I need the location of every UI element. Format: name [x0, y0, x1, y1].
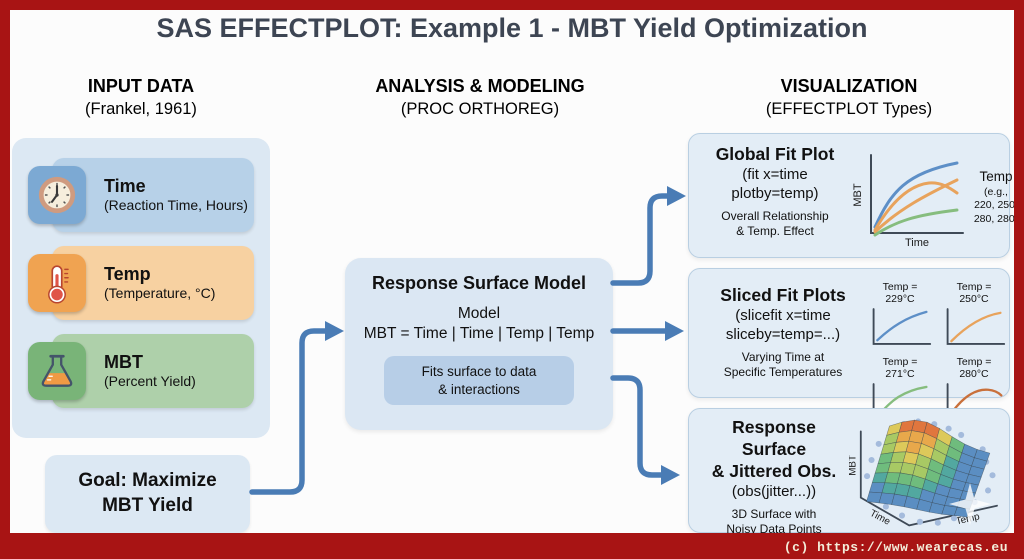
global-fit-caption1: Overall Relationship — [721, 209, 829, 224]
column-header-input: INPUT DATA (Frankel, 1961) — [12, 74, 270, 121]
sliced-fit-panels: Temp = 229°C Temp = 250°C Temp = 271°C — [867, 281, 1007, 420]
input-data-subheading: (Frankel, 1961) — [85, 100, 197, 119]
visualization-heading: VISUALIZATION — [780, 76, 918, 96]
model-note-line1: Fits surface to data — [421, 364, 537, 379]
legend-line2: 220, 250, — [974, 199, 1018, 212]
surface-syntax: (obs(jitter...)) — [731, 482, 817, 500]
surface-text: Response Surface & Jittered Obs. (obs(ji… — [699, 417, 849, 536]
slice-panel-250-plot — [946, 308, 1006, 345]
analysis-subheading: (PROC ORTHOREG) — [400, 100, 560, 119]
surface-title: Response Surface & Jittered Obs. — [699, 417, 849, 483]
sliced-fit-caption: Varying Time at Specific Temperatures — [699, 350, 867, 380]
input-row-time: Time (Reaction Time, Hours) — [28, 158, 254, 232]
mbt-icon-tile — [28, 342, 86, 400]
flask-icon — [41, 354, 73, 387]
surface-xlabel: Time — [868, 508, 893, 528]
sparkle-icon — [949, 483, 991, 525]
global-fit-caption: Overall Relationship & Temp. Effect — [699, 209, 851, 239]
global-fit-text: Global Fit Plot (fit x=time plotby=temp)… — [699, 144, 851, 251]
input-row-temp: Temp (Temperature, °C) — [28, 246, 254, 320]
legend-line1: (e.g., — [984, 185, 1008, 198]
sliced-fit-syntax1: (slicefit x=time — [735, 306, 831, 324]
global-fit-ylabel: MBT — [852, 183, 864, 207]
column-header-visualization: VISUALIZATION (EFFECTPLOT Types) — [688, 74, 1010, 121]
sliced-fit-title: Sliced Fit Plots — [720, 285, 846, 305]
legend-line3: 280, 280) — [973, 213, 1019, 226]
slice-panel-229-label: Temp = 229°C — [882, 281, 918, 305]
slice-panel-229-plot — [872, 308, 932, 345]
arrowhead-goal-to-model — [325, 321, 344, 341]
response-surface-box: Response Surface & Jittered Obs. (obs(ji… — [688, 408, 1010, 536]
surface-caption2: Noisy Data Points — [726, 522, 822, 537]
input-row-mbt: MBT (Percent Yield) — [28, 334, 254, 408]
arrow-model-to-globalfit — [610, 193, 672, 286]
model-label: Model — [457, 305, 501, 322]
mbt-label: MBT — [104, 351, 143, 372]
slice-panel-229: Temp = 229°C — [867, 281, 933, 353]
sliced-fit-caption1: Varying Time at — [741, 350, 825, 365]
global-fit-chart: MBT Time Temp (e.g., 220, 250, 280, 280) — [851, 144, 1024, 251]
arrowhead-model-to-globalfit — [667, 186, 686, 206]
global-fit-syntax2: plotby=temp) — [731, 184, 819, 202]
arrowhead-model-to-slicedfit — [665, 321, 684, 341]
clock-icon — [38, 176, 76, 214]
surface-ylabel: MBT — [849, 455, 858, 476]
model-note-line2: & interactions — [438, 381, 520, 397]
temp-label: Temp — [104, 263, 151, 284]
surface-title-line2: & Jittered Obs. — [711, 460, 837, 481]
slice-panel-250: Temp = 250°C — [941, 281, 1007, 353]
surface-caption1: 3D Surface with — [731, 507, 817, 522]
sliced-fit-plots-box: Sliced Fit Plots (slicefit x=time sliceb… — [688, 268, 1010, 420]
model-note: Fits surface to data & interactions — [384, 356, 574, 406]
time-description: (Reaction Time, Hours) — [104, 196, 248, 213]
time-icon-tile — [28, 166, 86, 224]
arrow-model-to-surface — [610, 375, 666, 478]
global-fit-title: Global Fit Plot — [715, 144, 835, 164]
surface-title-line1: Response Surface — [732, 417, 816, 459]
time-label: Time — [104, 175, 146, 196]
sliced-fit-text: Sliced Fit Plots (slicefit x=time sliceb… — [699, 279, 867, 391]
global-fit-mini-plot: MBT Time — [852, 153, 964, 249]
page-title: SAS EFFECTPLOT: Example 1 - MBT Yield Op… — [156, 13, 868, 43]
copyright-text: (c) https://www.wearecas.eu — [783, 540, 1008, 555]
temp-description: (Temperature, °C) — [104, 284, 216, 301]
model-box-title: Response Surface Model — [371, 273, 587, 293]
global-fit-legend: Temp (e.g., 220, 250, 280, 280) — [965, 168, 1024, 226]
arrowhead-model-to-surface — [661, 465, 680, 485]
slice-panel-280-label: Temp = 280°C — [956, 356, 992, 380]
thermometer-icon — [48, 265, 69, 304]
global-fit-syntax1: (fit x=time — [742, 165, 808, 183]
legend-title: Temp — [979, 169, 1013, 185]
mbt-description: (Percent Yield) — [104, 372, 196, 389]
input-data-heading: INPUT DATA — [87, 76, 195, 96]
global-fit-caption2: & Temp. Effect — [736, 224, 814, 239]
input-data-panel: Time (Reaction Time, Hours) — [12, 138, 270, 438]
response-surface-model-box: Response Surface Model Model MBT = Time … — [345, 258, 613, 430]
sliced-fit-syntax2: sliceby=temp=...) — [725, 325, 841, 343]
goal-line2: MBT Yield — [102, 495, 193, 516]
slice-panel-250-label: Temp = 250°C — [956, 281, 992, 305]
surface-caption: 3D Surface with Noisy Data Points — [699, 507, 849, 537]
temp-icon-tile — [28, 254, 86, 312]
goal-line1: Goal: Maximize — [78, 470, 217, 492]
model-formula: MBT = Time | Time | Temp | Temp — [363, 325, 595, 342]
global-fit-plot-box: Global Fit Plot (fit x=time plotby=temp)… — [688, 133, 1018, 258]
column-header-analysis: ANALYSIS & MODELING (PROC ORTHOREG) — [330, 74, 630, 121]
sliced-fit-caption2: Specific Temperatures — [723, 365, 843, 380]
visualization-subheading: (EFFECTPLOT Types) — [765, 100, 933, 119]
global-fit-xlabel: Time — [905, 237, 929, 249]
analysis-heading: ANALYSIS & MODELING — [375, 76, 585, 96]
goal-box: Goal: Maximize MBT Yield — [45, 455, 250, 533]
slice-panel-271-label: Temp = 271°C — [882, 356, 918, 380]
